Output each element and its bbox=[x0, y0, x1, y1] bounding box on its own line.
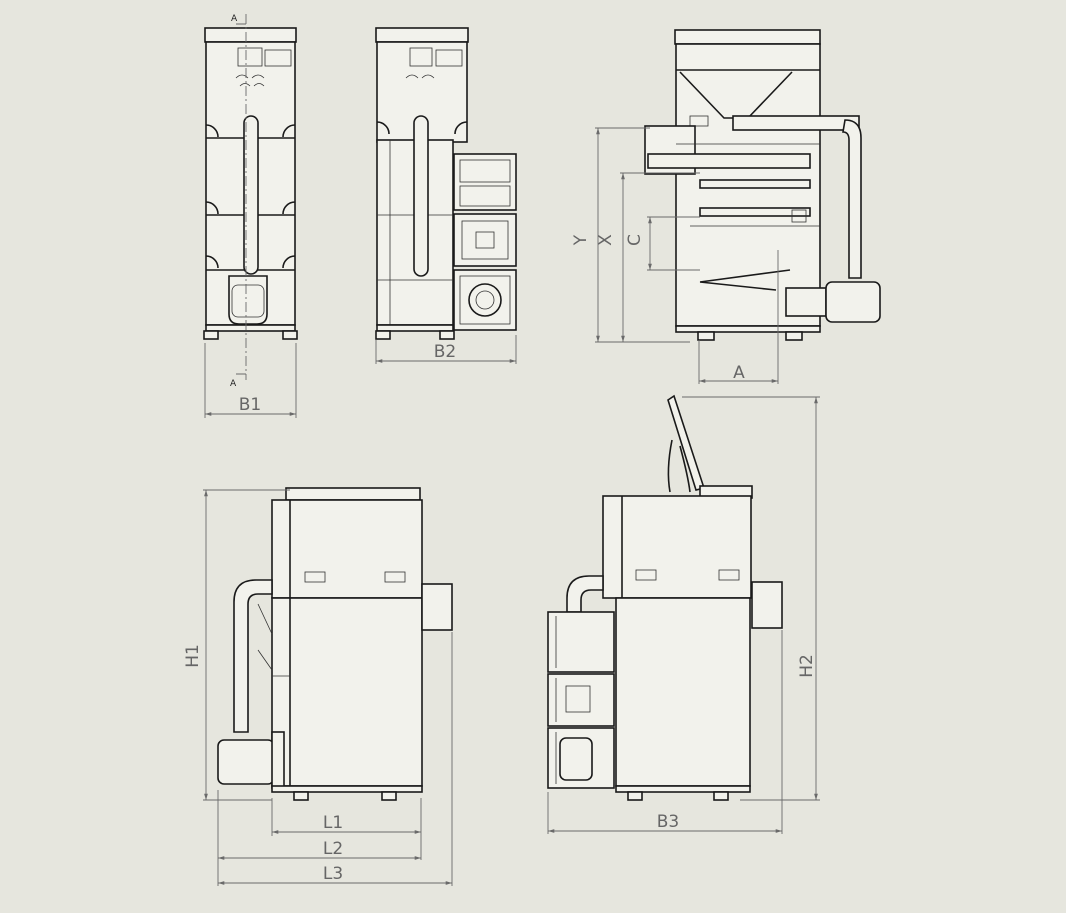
section-view: Y X C A bbox=[571, 29, 881, 384]
dim-x-label: X bbox=[596, 234, 616, 246]
dim-b2-label: B2 bbox=[434, 342, 456, 362]
dim-h1-label: H1 bbox=[183, 644, 203, 668]
dim-l2-label: L2 bbox=[323, 839, 343, 859]
front-view: A A B1 bbox=[203, 14, 298, 418]
dim-b1-label: B1 bbox=[239, 395, 261, 415]
dim-l1-label: L1 bbox=[323, 813, 343, 833]
front-open-view: B2 bbox=[375, 27, 517, 364]
dim-a-label: A bbox=[733, 363, 745, 383]
dim-h2-label: H2 bbox=[797, 654, 817, 678]
dim-b3-label: B3 bbox=[657, 812, 679, 832]
dim-c-label: C bbox=[625, 234, 645, 246]
side-view-right: H2 B3 bbox=[547, 394, 820, 834]
section-mark-top: A bbox=[231, 14, 238, 24]
dim-y-label: Y bbox=[571, 234, 591, 246]
dim-l3-label: L3 bbox=[323, 864, 343, 884]
section-mark-bottom: A bbox=[230, 379, 237, 389]
side-view-left: H1 L1 L2 L3 bbox=[183, 487, 453, 886]
